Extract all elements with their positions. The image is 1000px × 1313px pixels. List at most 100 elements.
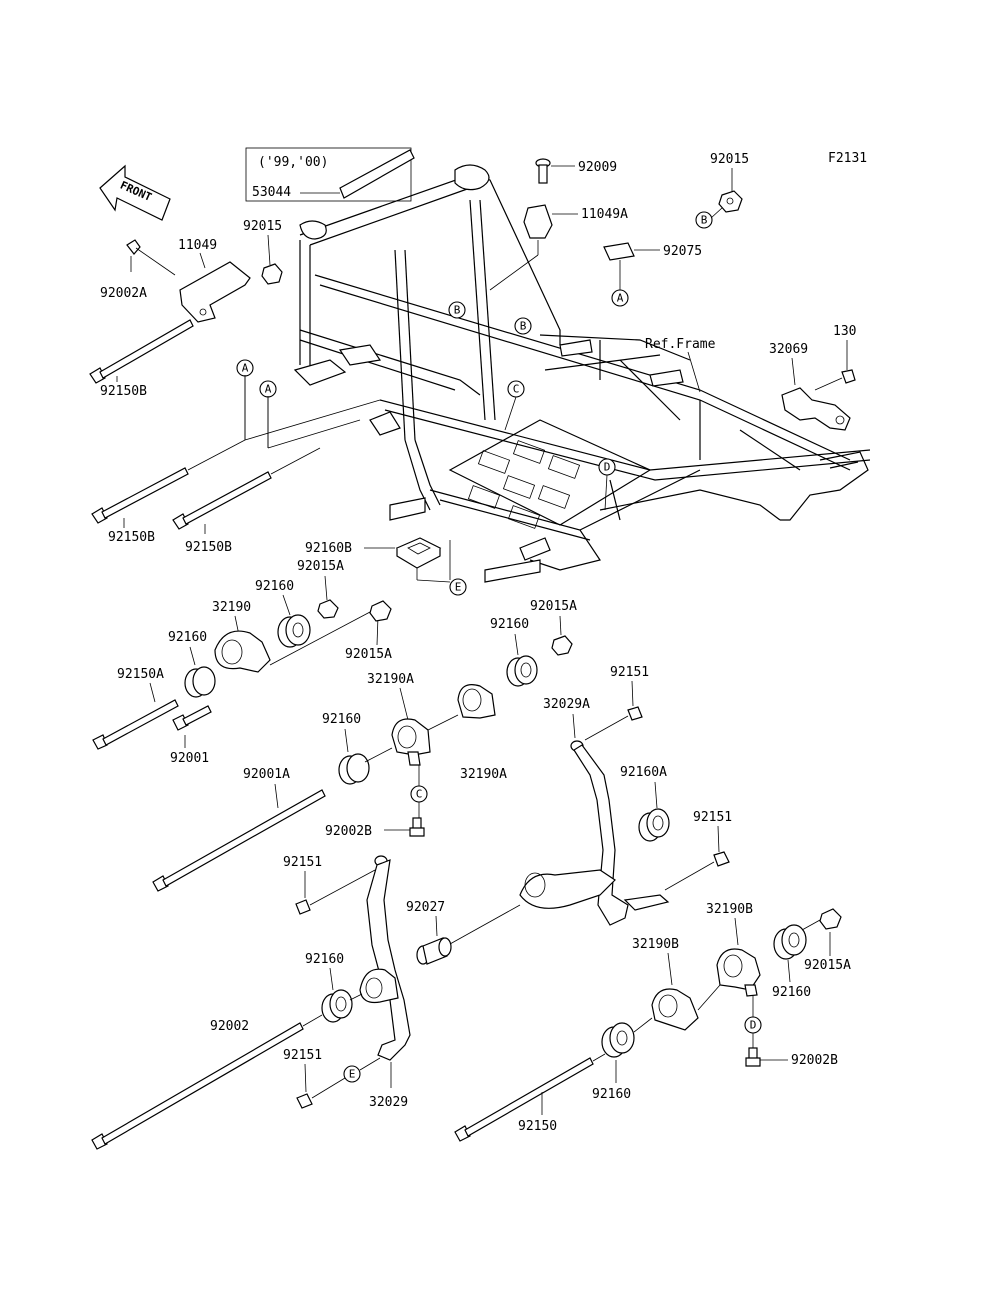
label-53044: 53044 [252, 185, 291, 200]
label-92027: 92027 [406, 900, 445, 915]
bolt-92150 [454, 1057, 594, 1142]
label-32190B-1: 32190B [706, 902, 753, 917]
bushing-92160-4 [338, 753, 370, 785]
svg-text:B: B [454, 304, 461, 317]
label-92151-1: 92151 [610, 665, 649, 680]
bushing-92160-6 [773, 924, 807, 960]
svg-text:E: E [349, 1068, 356, 1081]
label-92001A: 92001A [243, 767, 290, 782]
bolt-92002B-1 [409, 817, 425, 837]
label-32190A-1: 32190A [367, 672, 414, 687]
label-32190B-2: 32190B [632, 937, 679, 952]
bushing-92160-5 [321, 989, 353, 1023]
ref-marker-b-3 [695, 211, 713, 229]
label-32029A: 32029A [543, 697, 590, 712]
svg-text:A: A [242, 362, 249, 375]
bolt-92001A [152, 789, 326, 892]
label-92150A: 92150A [117, 667, 164, 682]
label-92160-1: 92160 [255, 579, 294, 594]
label-92160-5: 92160 [305, 952, 344, 967]
label-32190A-2: 32190A [460, 767, 507, 782]
year-note-box [245, 147, 412, 202]
label-92160-2: 92160 [168, 630, 207, 645]
label-92151-2: 92151 [693, 810, 732, 825]
label-32029: 32029 [369, 1095, 408, 1110]
bolt-92002 [91, 1022, 304, 1150]
svg-text:A: A [265, 383, 272, 396]
bolt-92002B-2 [745, 1047, 761, 1067]
label-92150B-2: 92150B [108, 530, 155, 545]
label-92160-3: 92160 [490, 617, 529, 632]
label-92160A: 92160A [620, 765, 667, 780]
collar-92027 [416, 937, 452, 965]
bolt-92151-1 [627, 706, 643, 721]
pad-92075 [603, 242, 635, 261]
label-92160-7: 92160 [592, 1087, 631, 1102]
clamp-32190B-lower [651, 988, 699, 1031]
label-92151-4: 92151 [283, 1048, 322, 1063]
bolt-92150B-2 [91, 467, 189, 524]
nut-92015-left [261, 263, 283, 285]
label-92150B-1: 92150B [100, 384, 147, 399]
label-32069: 32069 [769, 342, 808, 357]
main-frame [293, 164, 871, 583]
clamp-32190B-upper [716, 948, 761, 991]
label-92002B-2: 92002B [791, 1053, 838, 1068]
bushing-92160A [638, 808, 670, 842]
ref-marker-a-3 [611, 289, 629, 307]
svg-text:C: C [513, 383, 520, 396]
label-92015A-3: 92015A [530, 599, 577, 614]
ref-marker-b-1 [448, 301, 466, 319]
label-92002: 92002 [210, 1019, 249, 1034]
svg-text:C: C [416, 788, 423, 801]
year-note: ('99,'00) [258, 155, 328, 170]
nut-92015A-3 [551, 635, 573, 656]
screw-92009 [535, 158, 551, 184]
front-arrow-icon: FRONT [99, 164, 171, 221]
bracket-11049A [523, 204, 553, 239]
label-92150B-3: 92150B [185, 540, 232, 555]
label-92160-6: 92160 [772, 985, 811, 1000]
figure-code: F2131 [828, 151, 867, 166]
bolt-92151-4 [296, 1093, 313, 1109]
bracket-32029A [519, 740, 670, 926]
nut-92015A-1 [317, 599, 339, 619]
bolt-92002A [126, 239, 141, 255]
clamp-32190 [214, 630, 271, 673]
bracket-32069 [781, 387, 851, 431]
ref-marker-e-1 [449, 578, 467, 596]
label-92075: 92075 [663, 244, 702, 259]
svg-text:B: B [520, 320, 527, 333]
nut-92015A-4 [819, 908, 842, 930]
clamp-32190A-upper [457, 684, 496, 719]
ref-marker-e-2 [343, 1065, 361, 1083]
svg-text:D: D [750, 1019, 757, 1032]
label-92151-3: 92151 [283, 855, 322, 870]
ref-marker-b-2 [514, 317, 532, 335]
ref-frame-label: Ref.Frame [645, 337, 716, 352]
bolt-130 [841, 369, 856, 384]
nut-92015-top [718, 190, 743, 213]
part-53044-strip [339, 149, 415, 199]
label-92160-4: 92160 [322, 712, 361, 727]
label-92009: 92009 [578, 160, 617, 175]
svg-text:A: A [617, 292, 624, 305]
bushing-92160-3 [506, 655, 538, 687]
svg-text:B: B [701, 214, 708, 227]
bolt-92001 [172, 705, 212, 731]
label-92015A-2: 92015A [345, 647, 392, 662]
label-92150: 92150 [518, 1119, 557, 1134]
bracket-11049 [179, 261, 251, 323]
bolt-92151-2 [713, 851, 730, 867]
bushing-92160-7 [601, 1022, 635, 1058]
label-92002A: 92002A [100, 286, 147, 301]
bolt-92150A [92, 699, 179, 750]
bracket-32029 [359, 855, 411, 1061]
label-92015-top: 92015 [710, 152, 749, 167]
label-130: 130 [833, 324, 856, 339]
svg-text:E: E [455, 581, 462, 594]
bushing-92160-1 [277, 614, 311, 648]
label-92015A-4: 92015A [804, 958, 851, 973]
label-92001: 92001 [170, 751, 209, 766]
